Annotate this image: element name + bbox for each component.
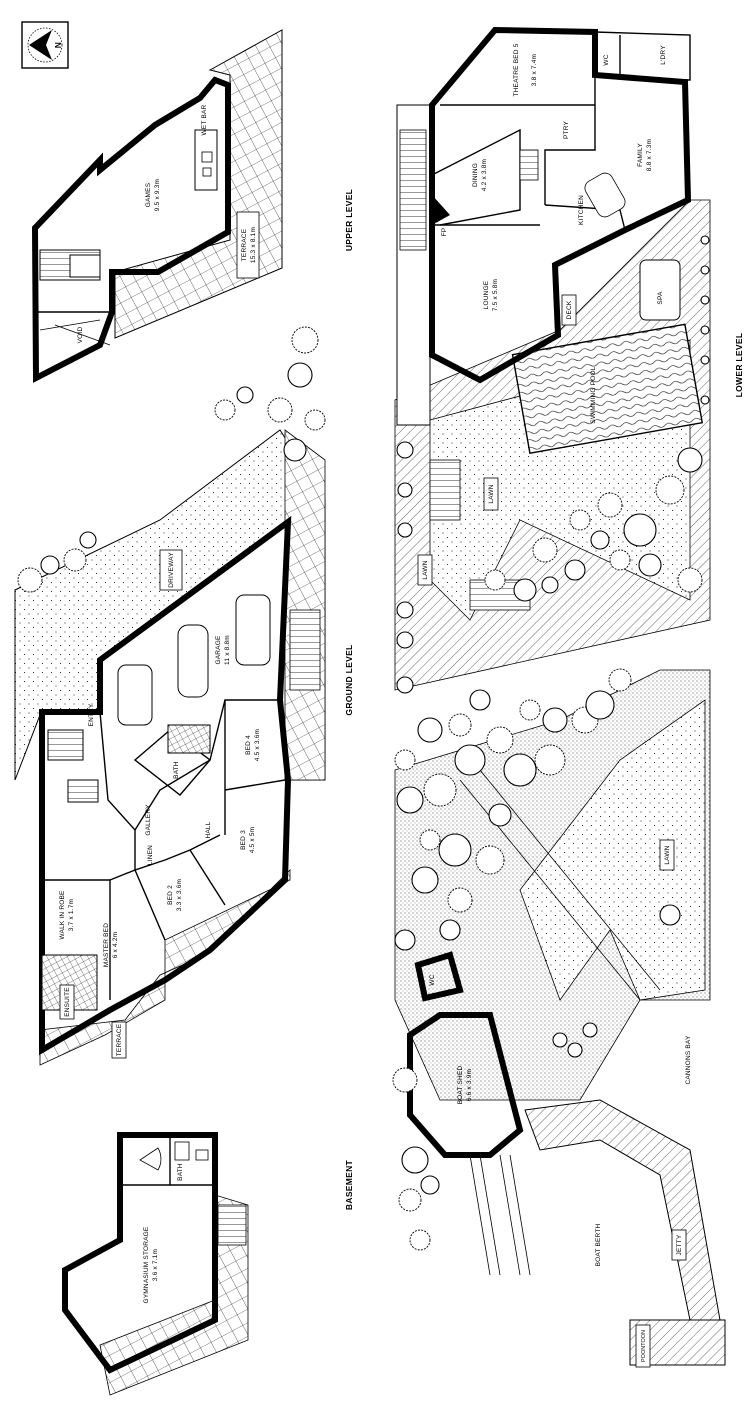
master-bed-size: 6 x 4.2m xyxy=(112,932,119,959)
side-lawn-label: LAWN xyxy=(422,560,429,579)
north-arrow-icon xyxy=(29,30,52,60)
lounge-size: 7.5 x 5.8m xyxy=(492,279,499,311)
entry-label: ENTRY xyxy=(88,703,95,726)
deck-label: DECK xyxy=(566,300,573,319)
walk-in-robe-label: WALK IN ROBE xyxy=(59,890,66,940)
gymnasium-label: GYMNASIUM STORAGE xyxy=(143,1226,150,1303)
dining-size: 4.2 x 3.8m xyxy=(481,159,488,191)
boat-shed-wc-label: WC xyxy=(429,974,436,985)
ground-terrace-label: TERRACE xyxy=(116,1023,123,1056)
lower-wc-label: WC xyxy=(603,54,610,65)
bed2-label: BED 2 xyxy=(167,885,174,905)
gallery-label: GALLERY xyxy=(145,804,152,836)
ground-bath-label: BATH xyxy=(173,761,180,779)
family-label: FAMILY xyxy=(637,143,644,167)
wet-bar-label: WET BAR xyxy=(201,104,208,135)
walk-in-robe-size: 3.7 x 1.7m xyxy=(68,899,75,931)
boat-shed-size: 6.6 x 3.9m xyxy=(466,1069,473,1101)
games-room-label: GAMES xyxy=(145,182,152,207)
bed2-size: 3.3 x 3.6m xyxy=(176,879,183,911)
jetty-label: JETTY xyxy=(676,1234,683,1255)
ground-level-garden xyxy=(17,326,326,593)
games-room-size: 9.5 x 9.3m xyxy=(154,179,161,211)
laundry-label: L'DRY xyxy=(660,45,667,65)
compass: N xyxy=(21,21,69,69)
basement-plan: BATH GYMNASIUM STORAGE 3.6 x 7.1m xyxy=(62,1132,249,1396)
dining-label: DINING xyxy=(472,163,479,187)
waterfront-plan: LAWN JETTY POONTOON BOAT BERTH CANNONS B… xyxy=(392,668,726,1368)
family-size: 8.8 x 7.3m xyxy=(646,139,653,171)
upper-level-plan: GAMES 9.5 x 9.3m WET BAR TERRACE 15.3 x … xyxy=(31,29,283,383)
lower-lawn-label: LAWN xyxy=(664,845,671,864)
boat-shed-label: BOAT SHED xyxy=(457,1066,464,1105)
upper-lawn-label: LAWN xyxy=(488,484,495,503)
garage-size: 11 x 8.8m xyxy=(224,635,231,665)
ensuite-label: ENSUITE xyxy=(64,987,71,1017)
gymnasium-size: 3.6 x 7.1m xyxy=(152,1249,159,1281)
driveway-label: DRIVEWAY xyxy=(168,552,175,588)
basement-bath-label: BATH xyxy=(177,1163,184,1181)
boat-berth-label: BOAT BERTH xyxy=(595,1223,602,1266)
lounge-label: LOUNGE xyxy=(483,280,490,309)
lower-level-title: LOWER LEVEL xyxy=(734,333,744,398)
fireplace-label: FP xyxy=(441,228,448,237)
garage-label: GARAGE xyxy=(215,635,222,664)
pool-garden xyxy=(396,235,710,694)
bed3-size: 4.5 x 5m xyxy=(249,827,256,854)
compass-letter: N xyxy=(53,42,63,48)
hall-label: HALL xyxy=(205,821,212,838)
bed4-label: BED 4 xyxy=(245,735,252,755)
master-bed-label: MASTER BED xyxy=(103,923,110,967)
kitchen-label: KITCHEN xyxy=(578,195,585,225)
theatre-label: THEATRE BED 5 xyxy=(513,43,520,96)
cannons-bay-label: CANNONS BAY xyxy=(685,1035,692,1084)
upper-terrace-label: TERRACE xyxy=(241,228,248,261)
basement-title: BASEMENT xyxy=(344,1159,354,1210)
pantry-label: PTRY xyxy=(563,121,570,139)
waterfront-garden xyxy=(392,668,681,1251)
ground-level-title: GROUND LEVEL xyxy=(344,644,354,715)
bed4-size: 4.5 x 3.6m xyxy=(254,729,261,761)
swimming-pool-label: SWIMMING POOL xyxy=(590,366,597,423)
bed3-label: BED 3 xyxy=(240,830,247,850)
void-label: VOID xyxy=(77,327,84,344)
linen-label: LINEN xyxy=(147,845,154,865)
upper-level-title: UPPER LEVEL xyxy=(344,189,354,251)
upper-terrace-size: 15.3 x 8.1m xyxy=(250,227,257,263)
theatre-size: 3.8 x 7.4m xyxy=(531,54,538,86)
spa-label: SPA xyxy=(657,291,664,305)
ground-level-plan: DRIVEWAY GARAGE 11 x 8.8m ENTRY BED 4 4.… xyxy=(14,326,326,1066)
pontoon-label: POONTOON xyxy=(641,1330,647,1362)
lower-level-plan: THEATRE BED 5 3.8 x 7.4m L'DRY WC PTRY D… xyxy=(394,26,711,694)
